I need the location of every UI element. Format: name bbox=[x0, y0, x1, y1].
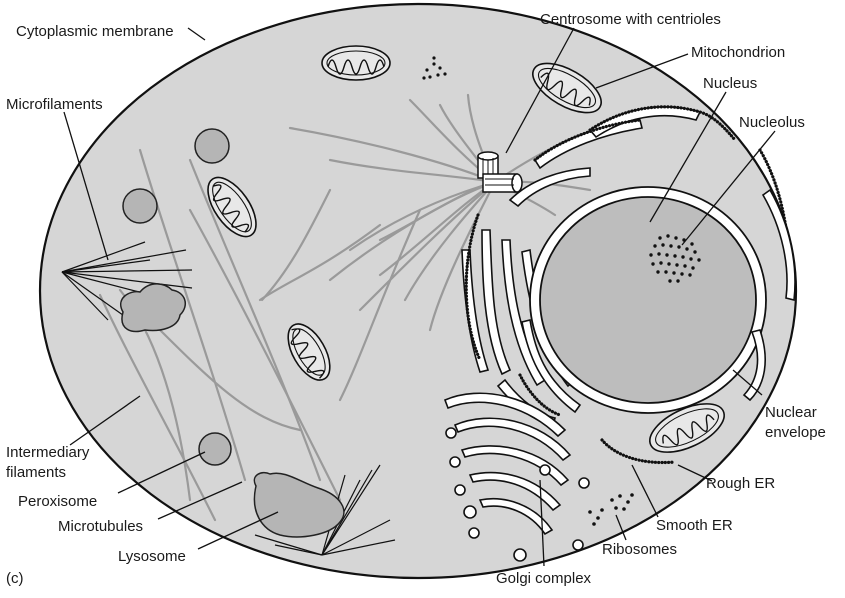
label-microfilaments: Microfilaments bbox=[6, 96, 103, 113]
label-ribosomes: Ribosomes bbox=[602, 541, 677, 558]
label-rough-er: Rough ER bbox=[706, 475, 775, 492]
label-nucleus: Nucleus bbox=[703, 75, 757, 92]
label-nuclear: Nuclear bbox=[765, 404, 817, 421]
label-panel: (c) bbox=[6, 570, 24, 587]
label-microtubules: Microtubules bbox=[58, 518, 143, 535]
label-golgi: Golgi complex bbox=[496, 570, 592, 587]
label-peroxisome: Peroxisome bbox=[18, 493, 97, 510]
label-filaments: filaments bbox=[6, 464, 66, 481]
label-envelope: envelope bbox=[765, 424, 826, 441]
label-smooth-er: Smooth ER bbox=[656, 517, 733, 534]
label-nucleolus: Nucleolus bbox=[739, 114, 805, 131]
mitochondrion-top bbox=[322, 46, 390, 80]
label-mitochondrion: Mitochondrion bbox=[691, 44, 785, 61]
label-lysosome: Lysosome bbox=[118, 548, 186, 565]
label-centrosome: Centrosome with centrioles bbox=[540, 11, 721, 28]
label-cytoplasmic-membrane: Cytoplasmic membrane bbox=[16, 23, 174, 40]
label-intermediary: Intermediary bbox=[6, 444, 90, 461]
